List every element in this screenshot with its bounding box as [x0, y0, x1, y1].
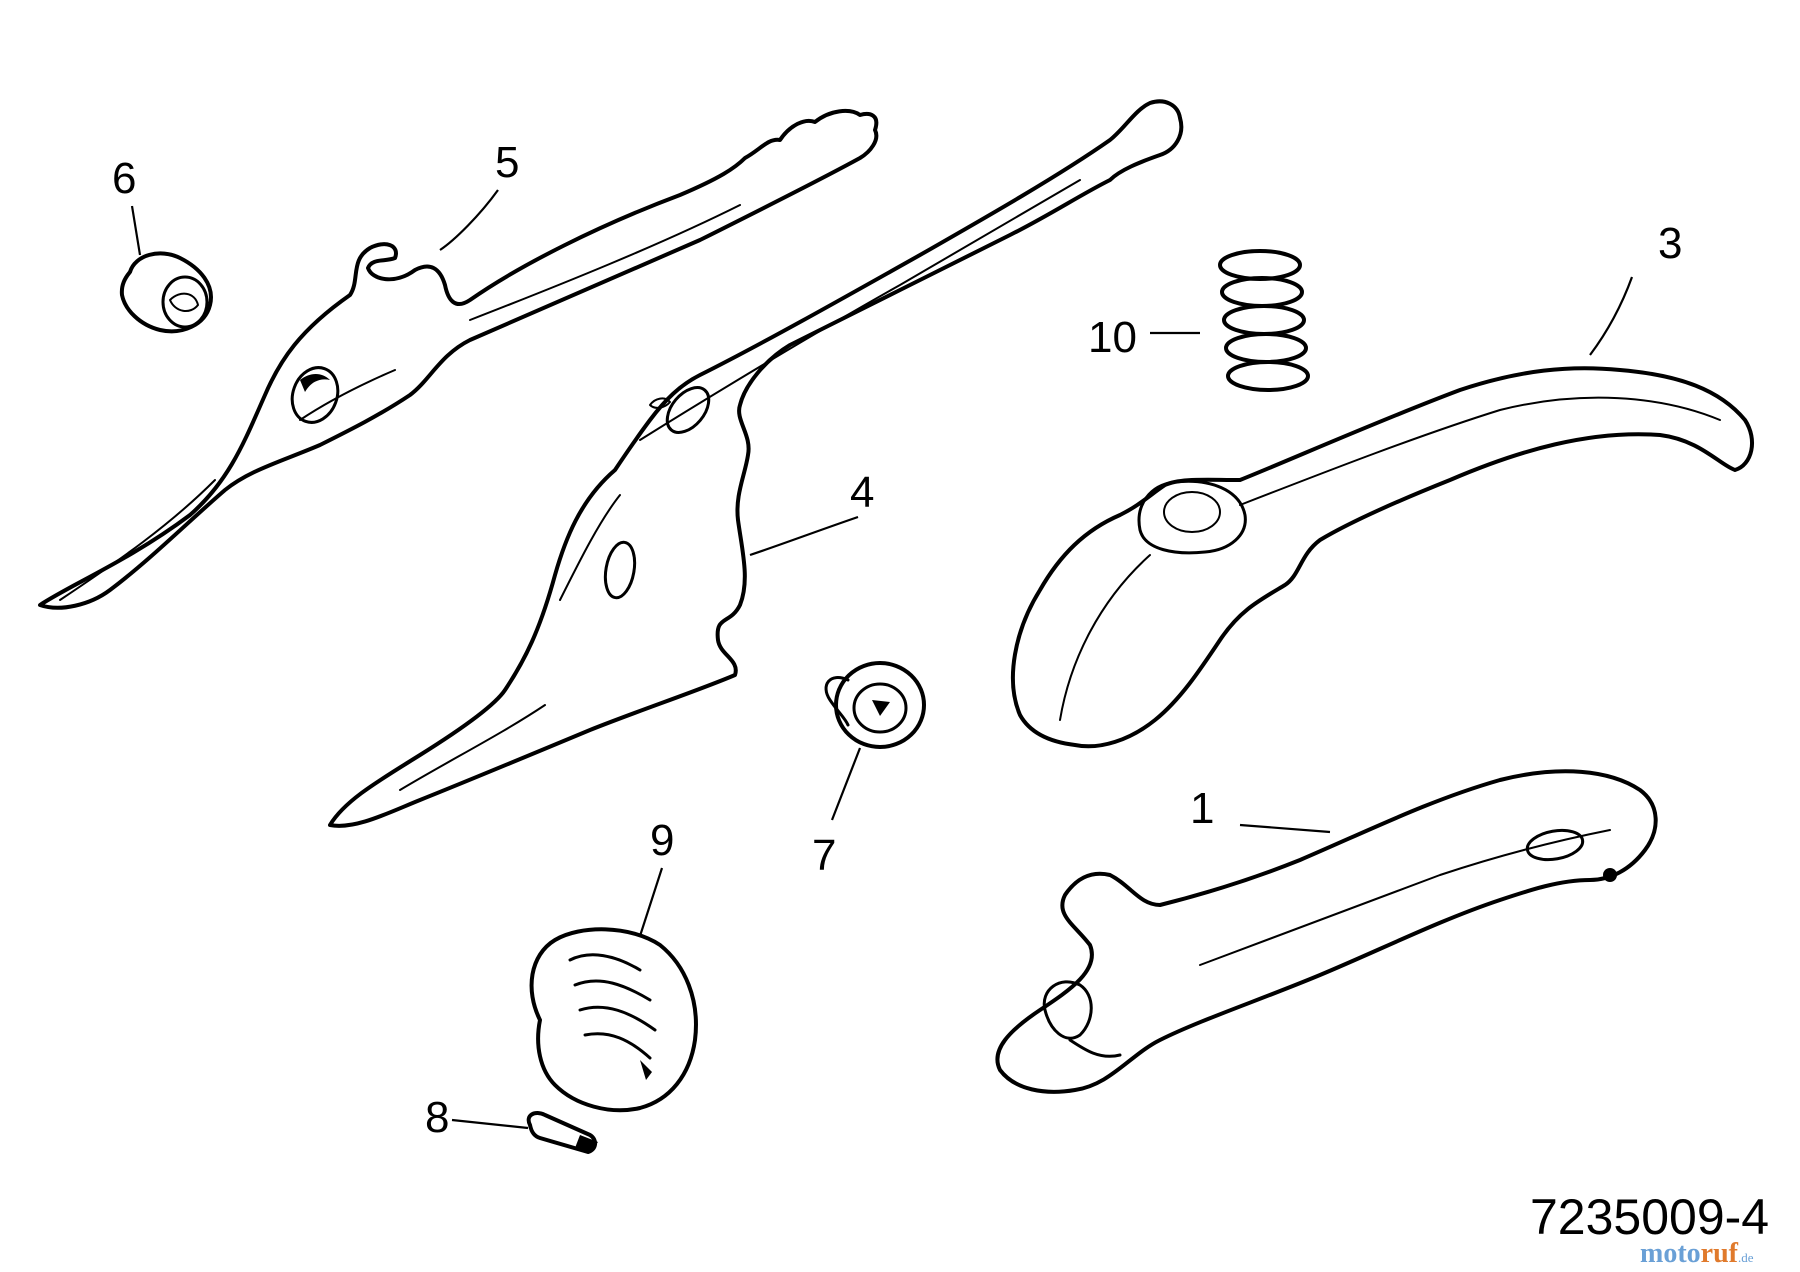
leader-9 [638, 867, 664, 937]
part-4-lower-blade [328, 99, 1184, 828]
callout-1: 1 [1190, 784, 1214, 833]
callout-4: 4 [850, 468, 874, 517]
leader-7 [830, 747, 862, 821]
leader-1 [1239, 823, 1331, 834]
part-7-bolt [824, 661, 926, 749]
leader-5 [439, 189, 499, 251]
part-10-spring [1218, 249, 1310, 392]
callout-9: 9 [650, 816, 674, 865]
callout-7: 7 [812, 831, 836, 880]
drawing-number: 7235009-4 [1530, 1189, 1770, 1245]
leader-3 [1589, 276, 1634, 356]
watermark-part3: .de [1737, 1250, 1754, 1265]
leader-8 [451, 1118, 529, 1130]
leader-4 [749, 515, 859, 557]
part-1-lower-handle [995, 769, 1658, 1094]
leader-lines [130, 189, 1634, 1130]
callout-10: 10 [1088, 313, 1137, 362]
part-3-upper-handle [1010, 366, 1754, 749]
callout-6: 6 [112, 154, 136, 203]
part-9-grip-pad [529, 927, 698, 1113]
watermark-logo: motoruf.de [1640, 1238, 1754, 1270]
watermark-part1: moto [1640, 1238, 1701, 1269]
part-6-nut [119, 251, 213, 334]
callout-5: 5 [495, 138, 519, 187]
watermark-part2: ruf [1700, 1238, 1738, 1269]
callout-3: 3 [1658, 219, 1682, 268]
leader-6 [130, 205, 142, 256]
callout-8: 8 [425, 1093, 449, 1142]
callout-labels: 1 3 4 5 6 7 8 9 10 [112, 138, 1682, 1142]
part-5-upper-blade [38, 108, 879, 610]
part-8-pin [526, 1111, 598, 1154]
